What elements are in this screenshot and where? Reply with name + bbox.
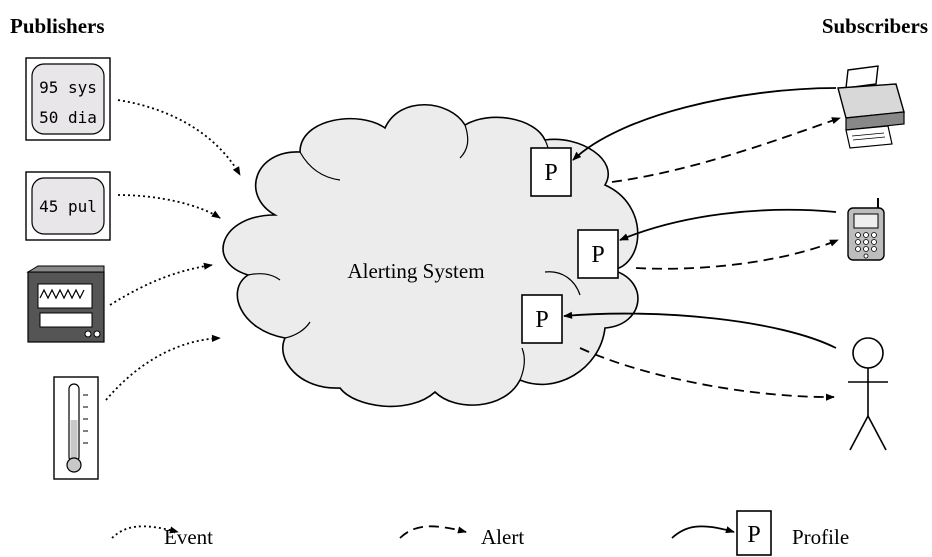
subscribers-header: Subscribers [822, 14, 928, 38]
pulse-reading: 45 pul [39, 197, 97, 216]
event-arrow-pulse [117, 194, 221, 219]
legend: Event Alert P Profile [111, 510, 849, 556]
legend-alert-line [399, 525, 467, 539]
mobile-phone-icon [847, 198, 885, 261]
legend-event-line [111, 525, 179, 539]
event-arrow-monitor [109, 262, 213, 306]
profile-box-phone: P [577, 229, 619, 279]
event-arrow-bp [117, 99, 241, 176]
profile-box-printer: P [530, 147, 572, 197]
legend-profile-box: P [747, 522, 760, 548]
profile-arrow-printer [572, 87, 837, 161]
alert-arrow-phone [635, 239, 839, 270]
bp-systolic: 95 sys [39, 78, 97, 97]
printer-icon [837, 65, 905, 149]
vital-signs-monitor-icon [26, 265, 105, 343]
alert-arrow-printer [611, 117, 841, 183]
blood-pressure-display-icon: 95 sys 50 dia [25, 57, 111, 141]
profile-arrow-phone [619, 208, 837, 241]
profile-box-person: P [521, 294, 563, 344]
bp-diastolic: 50 dia [39, 108, 97, 127]
profile-arrow-person [563, 311, 837, 349]
thermometer-icon [53, 376, 99, 480]
pulse-display-icon: 45 pul [25, 171, 111, 241]
person-icon [848, 337, 888, 451]
cloud-label: Alerting System [347, 259, 484, 283]
alert-arrow-person [579, 347, 835, 401]
legend-event-label: Event [164, 525, 213, 549]
event-arrow-thermometer [105, 334, 221, 401]
publishers-header: Publishers [10, 14, 105, 38]
alerting-system-cloud: Alerting System [222, 104, 639, 408]
profile-box-label: P [591, 242, 604, 268]
profile-box-label: P [535, 307, 548, 333]
profile-box-label: P [544, 160, 557, 186]
legend-profile-line [671, 525, 735, 539]
legend-alert-label: Alert [481, 525, 524, 549]
legend-profile-label: Profile [792, 525, 849, 549]
